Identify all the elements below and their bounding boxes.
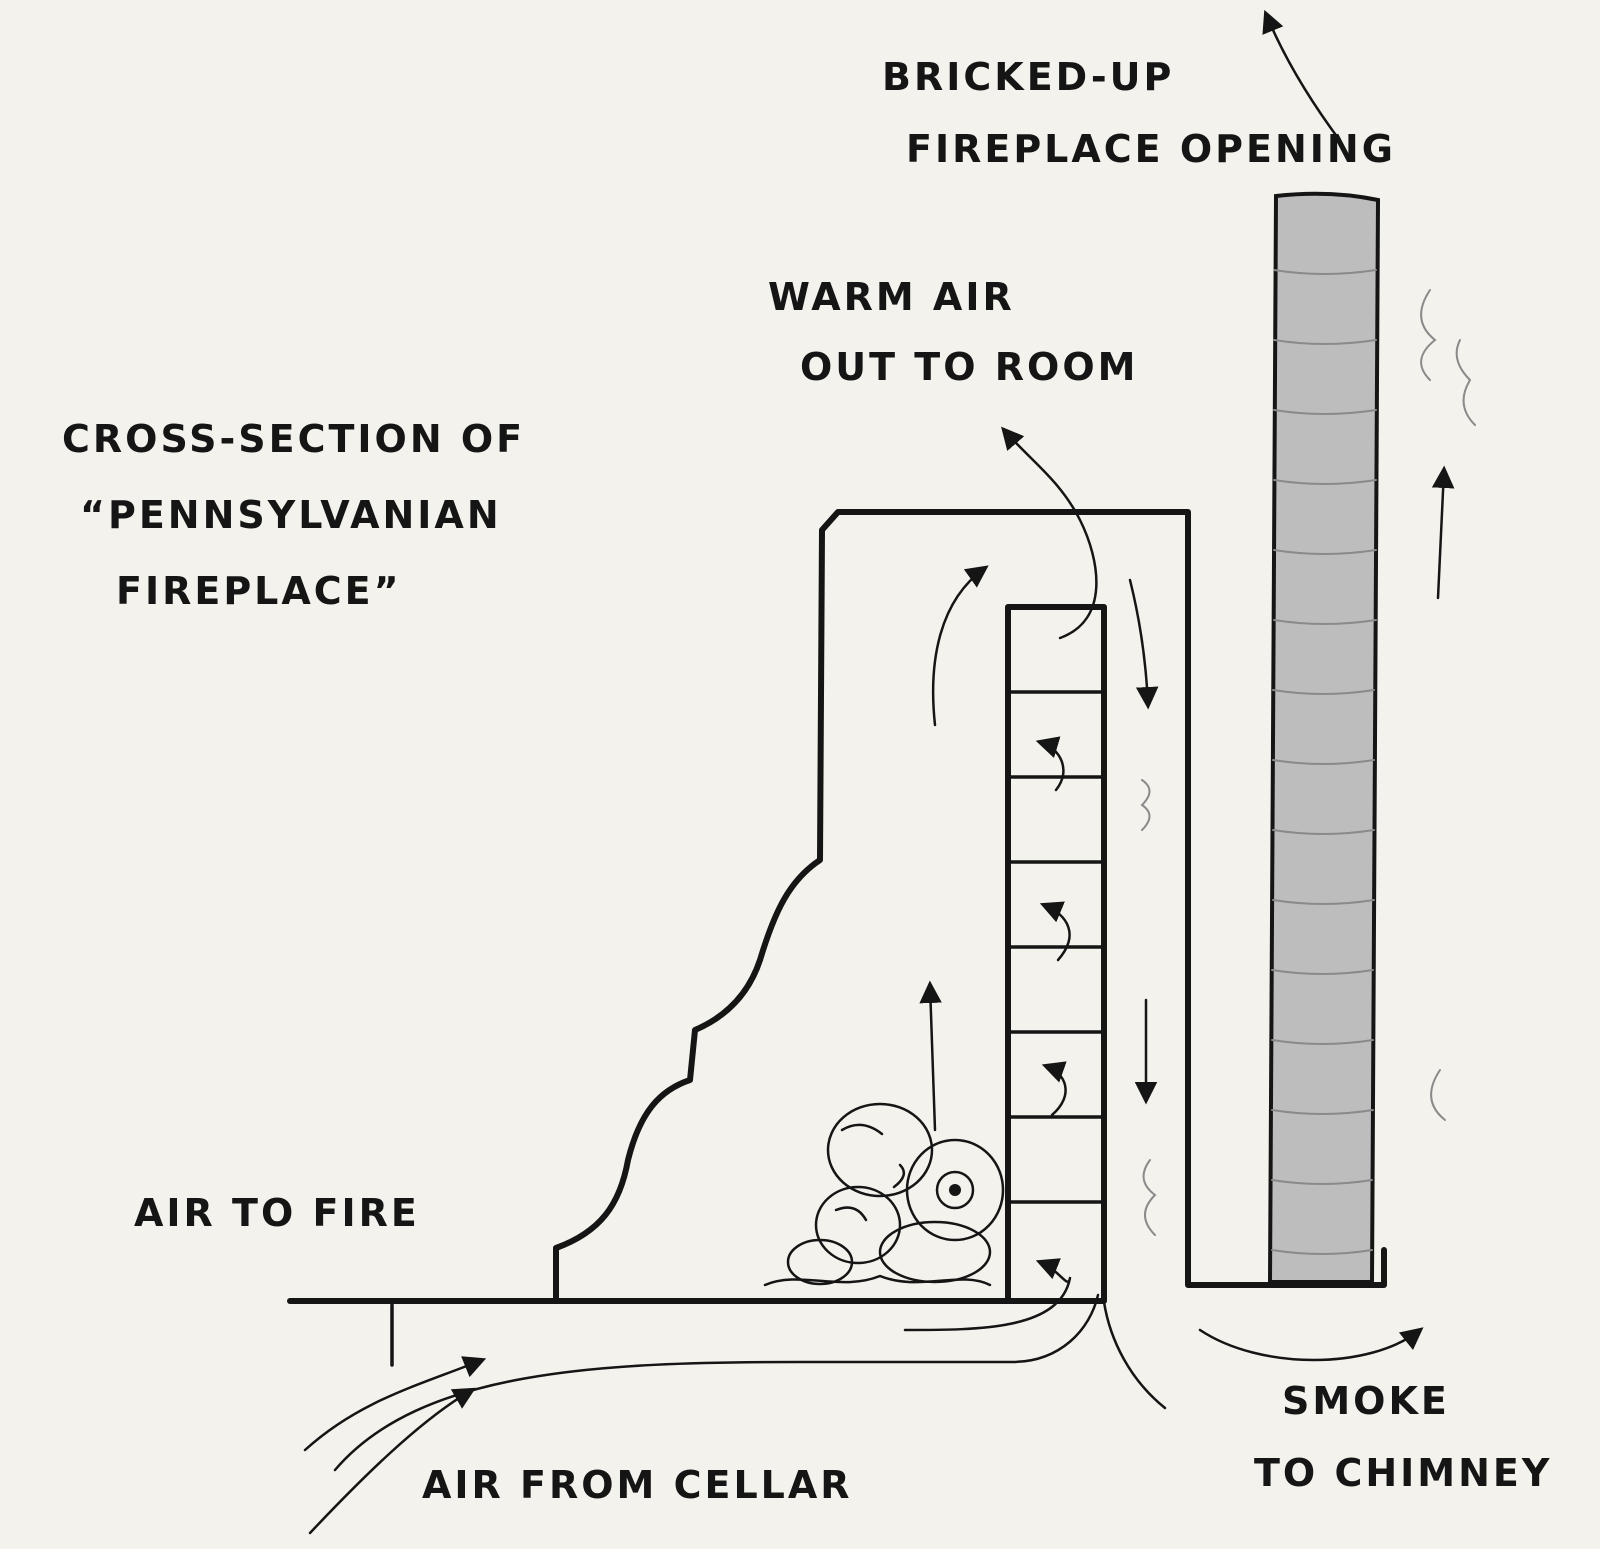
warm-air-arrow: [1001, 426, 1098, 640]
smoke-label-line2: TO CHIMNEY: [1254, 1451, 1553, 1495]
bricked-up-label-line1: BRICKED-UP: [882, 55, 1175, 99]
smoke-path: [1102, 1300, 1167, 1410]
heat-chamber-column: [1005, 604, 1107, 1304]
bricked-up-label-line2: FIREPLACE OPENING: [906, 127, 1396, 171]
fireplace-back-wall: [553, 509, 1191, 1301]
warm-air-rise-arrow-lower: [919, 980, 942, 1132]
warm-air-label-line1: WARM AIR: [768, 275, 1015, 319]
warm-air-rise-arrow: [931, 565, 989, 727]
brick-column: [1267, 191, 1381, 1284]
cross-section-title-line3: FIREPLACE”: [116, 569, 402, 613]
smoke-wisps: [1140, 289, 1476, 1236]
chamber-swirl-arrow: [1039, 901, 1071, 962]
flue-front-wall: [1185, 529, 1387, 1288]
chimney-top-arrow: [1262, 9, 1340, 140]
cross-section-title-line2: “PENNSYLVANIAN: [80, 493, 502, 537]
cellar-air-channel: [333, 1293, 1100, 1472]
chamber-swirl-arrow: [1041, 1061, 1067, 1117]
flue-down-arrow: [1128, 578, 1159, 710]
chimney-up-arrow: [1431, 465, 1455, 600]
cross-section-title-line1: CROSS-SECTION OF: [62, 417, 526, 461]
cellar-air-arrow: [303, 1356, 487, 1452]
air-from-cellar-label: AIR FROM CELLAR: [422, 1463, 853, 1507]
warm-air-label-line2: OUT TO ROOM: [800, 345, 1139, 389]
chamber-swirl-arrow: [1035, 736, 1065, 792]
cellar-air-to-chamber-arrow: [903, 1258, 1072, 1332]
smoke-to-chimney-arrow: [1198, 1327, 1424, 1362]
smoke-label-line1: SMOKE: [1282, 1379, 1450, 1423]
air-to-fire-label: AIR TO FIRE: [134, 1191, 420, 1235]
fire-logs: [763, 1102, 1005, 1287]
brick-courses: [1271, 269, 1377, 1255]
cellar-air-arrow: [308, 1387, 476, 1535]
